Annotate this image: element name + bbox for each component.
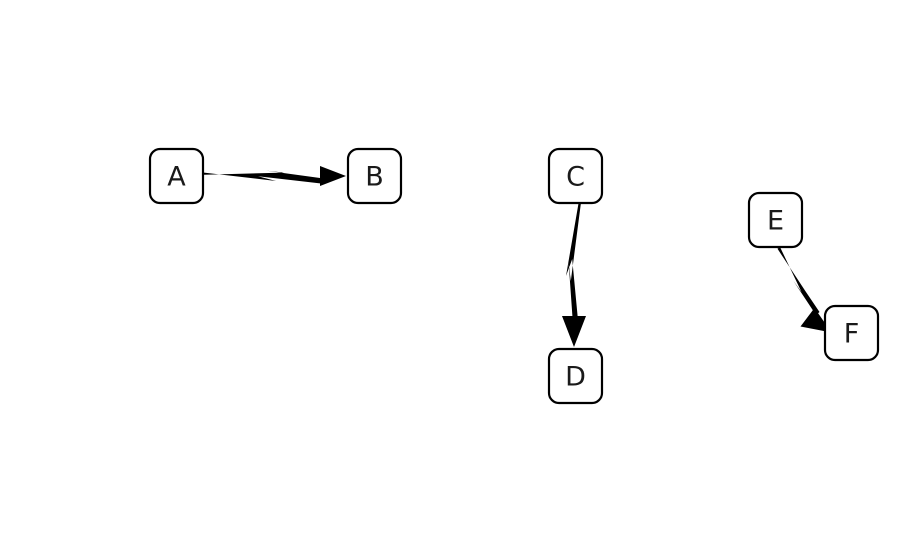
node-e-shape (747, 191, 804, 249)
edge-c-d-arrowhead (562, 316, 586, 347)
node-a-shape (148, 147, 205, 205)
node-a[interactable]: A (148, 147, 205, 205)
edge-a-b-body (204, 170, 320, 184)
node-c-shape (547, 147, 604, 205)
node-e[interactable]: E (747, 191, 804, 249)
edge-c-d-body (566, 204, 581, 316)
edge-c-d[interactable] (562, 204, 586, 347)
edge-e-f[interactable] (777, 247, 832, 333)
node-d[interactable]: D (547, 347, 604, 405)
edge-e-f-arrowhead (800, 308, 832, 333)
node-b-shape (346, 147, 403, 205)
node-b[interactable]: B (346, 147, 403, 205)
node-d-shape (547, 347, 604, 405)
edge-e-f-body (777, 247, 820, 315)
node-f-shape (823, 304, 880, 362)
node-f[interactable]: F (823, 304, 880, 362)
node-c[interactable]: C (547, 147, 604, 205)
edge-a-b-arrowhead (320, 166, 346, 186)
edge-a-b[interactable] (204, 166, 346, 186)
